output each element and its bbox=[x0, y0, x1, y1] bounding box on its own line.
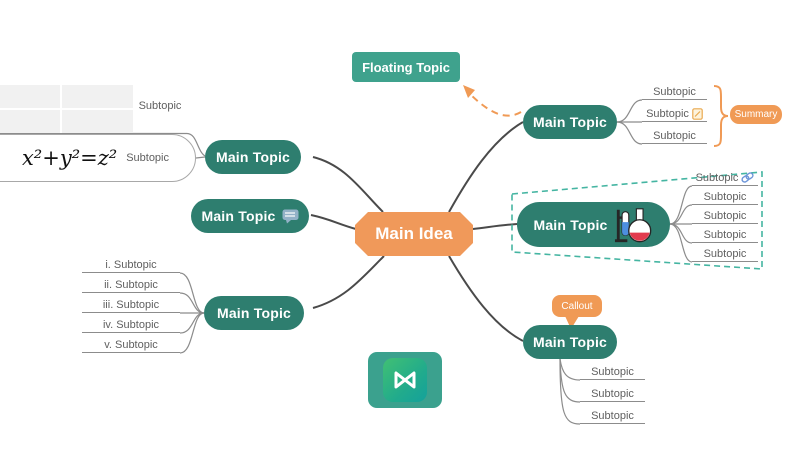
main-topic-right-middle-label: Main Topic bbox=[533, 216, 608, 233]
subtopic[interactable]: Subtopic bbox=[642, 84, 707, 100]
subtopic[interactable]: Subtopic bbox=[692, 246, 758, 262]
relationship-arrowhead bbox=[463, 85, 475, 98]
subtopic[interactable]: Subtopic bbox=[580, 386, 645, 402]
main-topic-left-top[interactable]: Main Topic bbox=[205, 140, 301, 174]
main-topic-left-middle[interactable]: Main Topic bbox=[191, 199, 309, 233]
subtopic[interactable]: Subtopic bbox=[580, 408, 645, 424]
subtopic-connectors-left-top bbox=[0, 132, 206, 159]
chemistry-flask-image[interactable] bbox=[614, 205, 654, 245]
subtopic[interactable]: i. Subtopic bbox=[82, 257, 180, 273]
branch-connectors bbox=[310, 121, 524, 342]
central-topic[interactable]: Main Idea bbox=[355, 212, 473, 256]
subtopic[interactable]: iii. Subtopic bbox=[82, 297, 180, 313]
floating-topic[interactable]: Floating Topic bbox=[352, 52, 460, 82]
subtopic[interactable]: Subtopic bbox=[692, 208, 758, 224]
link-icon[interactable] bbox=[741, 172, 754, 183]
note-icon[interactable] bbox=[692, 107, 703, 120]
subtopic-connectors-right-bottom bbox=[559, 358, 581, 425]
subtopic-connectors-right-top bbox=[616, 99, 643, 145]
relationship-arrow[interactable] bbox=[468, 92, 522, 117]
subtopic[interactable]: v. Subtopic bbox=[82, 337, 180, 353]
main-topic-left-bottom[interactable]: Main Topic bbox=[204, 296, 304, 330]
callout-topic[interactable]: Callout bbox=[552, 295, 602, 317]
main-topic-left-middle-label: Main Topic bbox=[201, 208, 276, 224]
subtopic-label: Subtopic bbox=[646, 107, 689, 120]
latex-formula: x²+y²=z² bbox=[21, 146, 118, 170]
subtopic[interactable]: Subtopic bbox=[692, 227, 758, 243]
subtopic-formula-label: Subtopic bbox=[126, 152, 169, 164]
summary-brace bbox=[713, 85, 729, 147]
subtopic-formula[interactable]: x²+y²=z² Subtopic bbox=[0, 134, 196, 182]
subtopic[interactable]: Subtopic bbox=[692, 189, 758, 205]
summary-topic[interactable]: Summary bbox=[730, 105, 782, 124]
main-topic-right-top[interactable]: Main Topic bbox=[523, 105, 617, 139]
edrawmind-m-glyph bbox=[394, 371, 416, 389]
subtopic[interactable]: Subtopic bbox=[642, 106, 707, 122]
subtopic[interactable]: ii. Subtopic bbox=[82, 277, 180, 293]
subtopic[interactable]: Subtopic bbox=[692, 170, 758, 186]
subtopic-connectors-left-bottom bbox=[179, 272, 205, 354]
edrawmind-app-icon bbox=[383, 358, 427, 402]
main-topic-right-middle[interactable]: Main Topic bbox=[517, 202, 670, 247]
table-attachment[interactable] bbox=[0, 85, 133, 133]
subtopic[interactable]: Subtopic bbox=[642, 128, 707, 144]
subtopic-connectors-right-middle bbox=[669, 185, 693, 263]
subtopic[interactable]: Subtopic bbox=[580, 364, 645, 380]
comment-icon[interactable] bbox=[282, 209, 299, 224]
main-topic-right-bottom[interactable]: Main Topic bbox=[523, 325, 617, 359]
callout-tail bbox=[565, 316, 579, 329]
subtopic-label: Subtopic bbox=[695, 171, 739, 184]
subtopic[interactable]: iv. Subtopic bbox=[82, 317, 180, 333]
table-gridline bbox=[0, 108, 133, 110]
edrawmind-logo bbox=[368, 352, 442, 408]
subtopic-table-label[interactable]: Subtopic bbox=[138, 100, 182, 112]
